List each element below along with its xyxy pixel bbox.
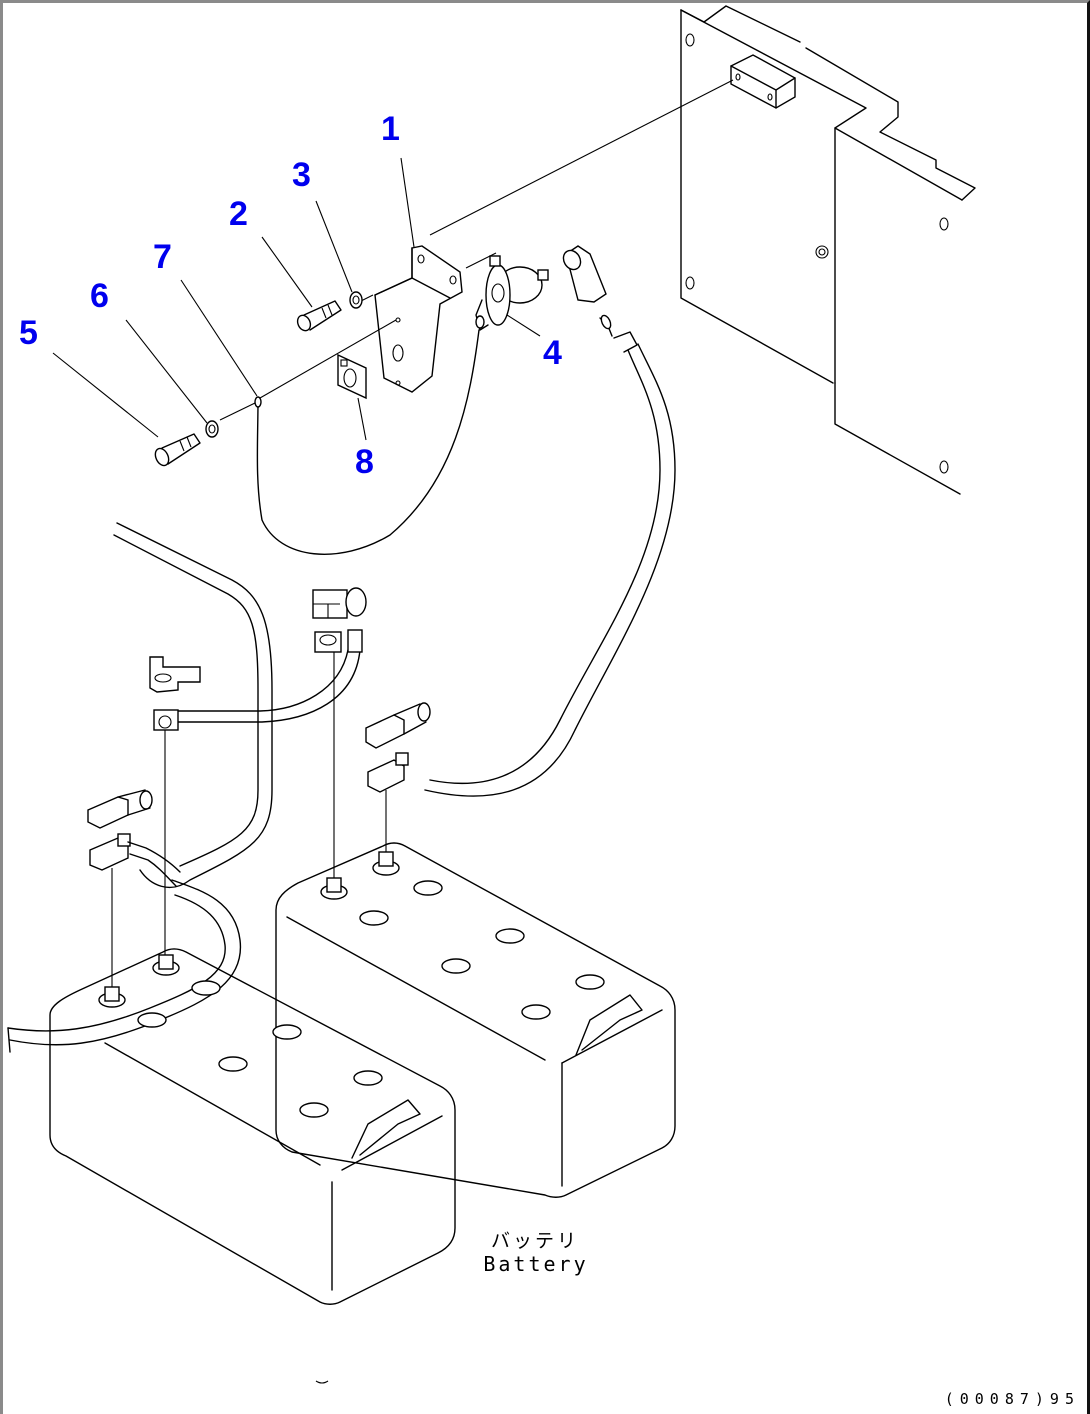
callout-7: 7 <box>153 238 172 276</box>
battery-right <box>275 842 676 1198</box>
callout-6: 6 <box>90 277 109 315</box>
drawing-code: (00087)95 <box>944 1390 1080 1408</box>
ground-cable <box>256 329 480 555</box>
callout-5: 5 <box>19 314 38 352</box>
terminal-clamp-left-bottom <box>89 833 181 995</box>
washer-3 <box>349 291 363 309</box>
switch-4 <box>475 255 549 331</box>
negative-cable-long <box>7 522 273 1053</box>
callout-2: 2 <box>229 195 248 233</box>
terminal-cap-left-bottom <box>87 789 153 829</box>
inter-battery-cable <box>174 649 361 723</box>
callout-8: 8 <box>355 443 374 481</box>
assembly-axis-line <box>429 79 734 236</box>
plate-8 <box>337 353 367 400</box>
terminal-cover-top <box>562 245 607 303</box>
terminal-clamp-right-top <box>314 629 363 880</box>
terminal-cap-right-bottom <box>365 702 431 749</box>
callout-1: 1 <box>381 110 400 148</box>
mounting-panel <box>680 5 976 495</box>
battery-caption-english: Battery <box>483 1252 589 1276</box>
washer-6 <box>205 420 219 438</box>
terminal-clamp-left-top <box>153 709 179 960</box>
cable-terminal-7 <box>254 396 262 408</box>
battery-left <box>49 948 456 1305</box>
axis-line <box>219 402 256 421</box>
bracket <box>374 245 463 393</box>
callout-3: 3 <box>292 156 311 194</box>
bolt-5 <box>154 433 201 467</box>
battery-caption-japanese: バッテリ <box>490 1230 579 1252</box>
leader-lines <box>52 157 541 441</box>
callout-4: 4 <box>543 334 562 372</box>
terminal-cap-right-top <box>312 587 367 619</box>
terminal-cap-left-top <box>149 656 201 693</box>
bolt-2 <box>296 300 342 332</box>
terminal-clamp-right-bottom <box>367 752 409 852</box>
positive-cable <box>424 314 676 797</box>
axis-line <box>259 319 397 399</box>
small-mark <box>315 1380 329 1384</box>
